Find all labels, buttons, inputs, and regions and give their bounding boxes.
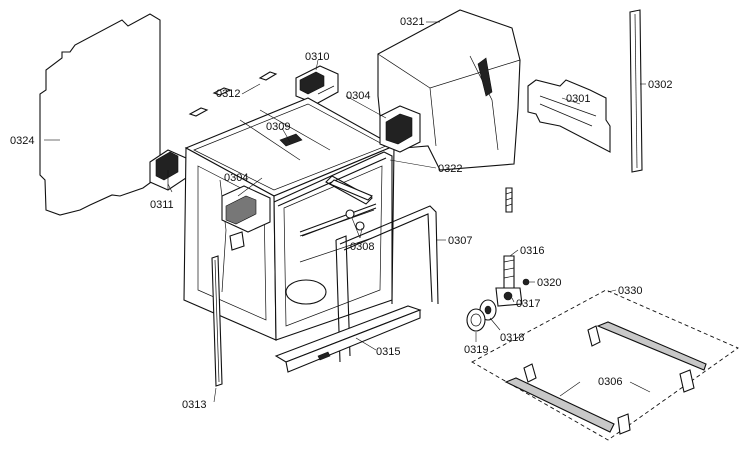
part-0302-strip	[629, 9, 643, 173]
part-0319-washer	[466, 308, 486, 332]
label-0320: 0320	[537, 277, 561, 289]
label-0311: 0311	[150, 199, 174, 211]
label-0308: 0308	[350, 241, 374, 253]
part-0312-clips	[188, 71, 278, 117]
label-0324: 0324	[10, 135, 34, 147]
label-0306: 0306	[598, 376, 622, 388]
label-0316: 0316	[520, 245, 544, 257]
label-0315: 0315	[376, 346, 400, 358]
part-0320-screw	[522, 278, 530, 286]
label-0302: 0302	[648, 79, 672, 91]
part-0304-left-bracket	[221, 185, 271, 251]
label-0304-left: 0304	[224, 172, 248, 184]
label-0319: 0319	[464, 344, 488, 356]
part-0310-bracket	[295, 65, 339, 105]
label-0321: 0321	[400, 16, 424, 28]
label-0304-right: 0304	[346, 90, 370, 102]
label-0318: 0318	[500, 332, 524, 344]
part-0324-side-panel	[39, 13, 161, 216]
part-0316-foot-screw	[503, 187, 515, 289]
part-0315-base-strip	[274, 305, 422, 373]
part-0317-foot	[495, 287, 523, 307]
label-0309: 0309	[266, 121, 290, 133]
label-0330: 0330	[618, 285, 642, 297]
part-0313-strip	[211, 255, 223, 387]
label-0307: 0307	[448, 235, 472, 247]
label-0310: 0310	[305, 51, 329, 63]
label-0301: 0301	[566, 93, 590, 105]
leader-lines	[44, 21, 646, 403]
label-0317: 0317	[516, 298, 540, 310]
part-labels: 0324 0312 0310 0309 0304 0304 0311 0321 …	[10, 16, 672, 411]
part-0301-bracket	[527, 79, 611, 153]
label-0312: 0312	[216, 88, 240, 100]
part-0304-right-bracket	[379, 105, 421, 153]
part-0308-springs	[299, 179, 377, 237]
part-0330-rail-kit	[471, 289, 739, 441]
label-0313: 0313	[182, 399, 206, 411]
label-0322: 0322	[438, 163, 462, 175]
part-0307-gasket	[335, 205, 439, 363]
part-0311-bracket	[149, 149, 187, 191]
